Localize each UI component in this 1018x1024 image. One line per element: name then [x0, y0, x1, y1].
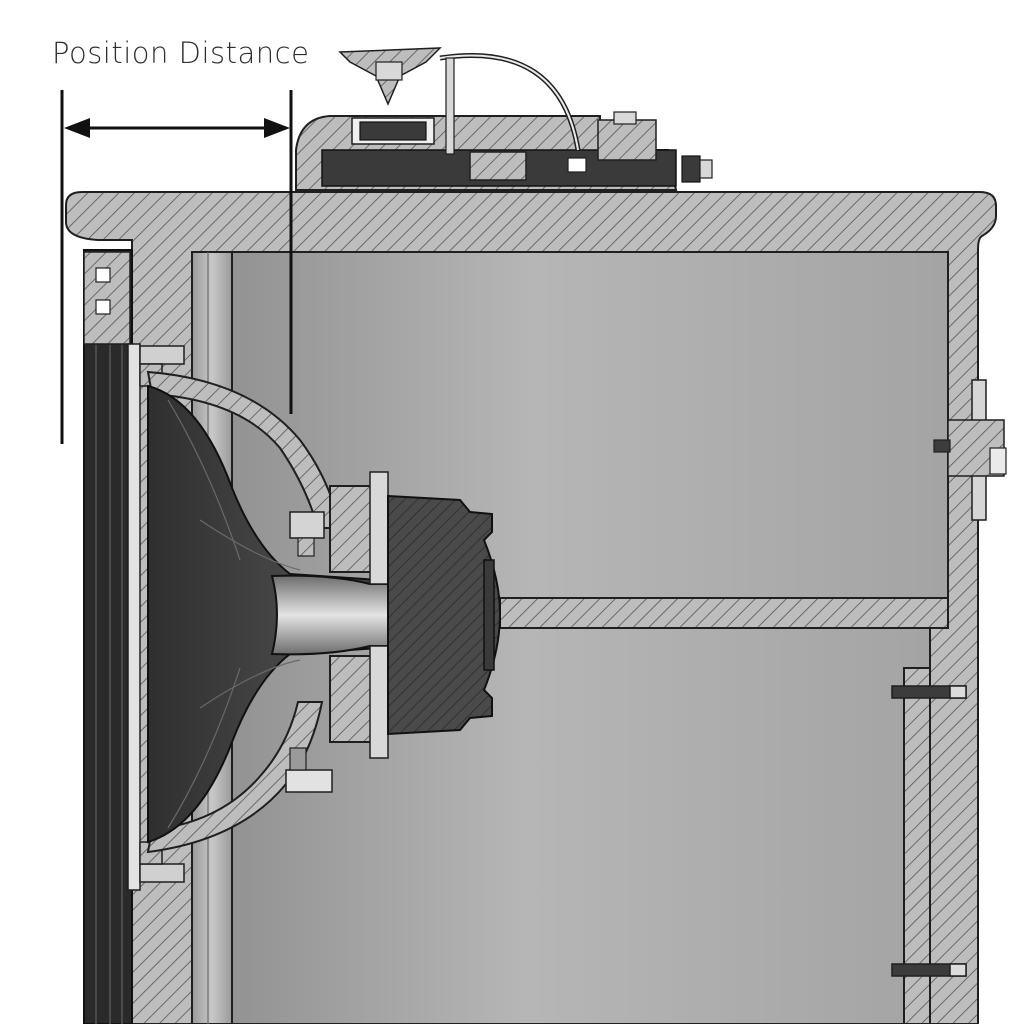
- divider-shelf: [499, 597, 949, 629]
- motor-housing: [387, 494, 502, 736]
- module-connector: [567, 111, 713, 183]
- lower-chamber: [191, 627, 931, 1024]
- dimension-arrowhead-right: [264, 118, 290, 138]
- module-cap: [338, 47, 442, 106]
- front-grille: [83, 249, 133, 1024]
- brace-screw-upper: [891, 685, 967, 699]
- brace-screw-lower: [891, 963, 967, 977]
- upper-chamber: [191, 251, 949, 599]
- position-distance-dimension: [60, 90, 293, 444]
- terminal-clip-top: [289, 511, 325, 557]
- throat: [270, 574, 391, 656]
- position-distance-label: Position Distance: [52, 36, 310, 70]
- dimension-arrowhead-left: [64, 118, 90, 138]
- rear-terminal: [933, 379, 1007, 521]
- terminal-clip-bottom: [285, 747, 333, 793]
- module-label-plate: [469, 151, 527, 181]
- grille-clip: [83, 251, 131, 345]
